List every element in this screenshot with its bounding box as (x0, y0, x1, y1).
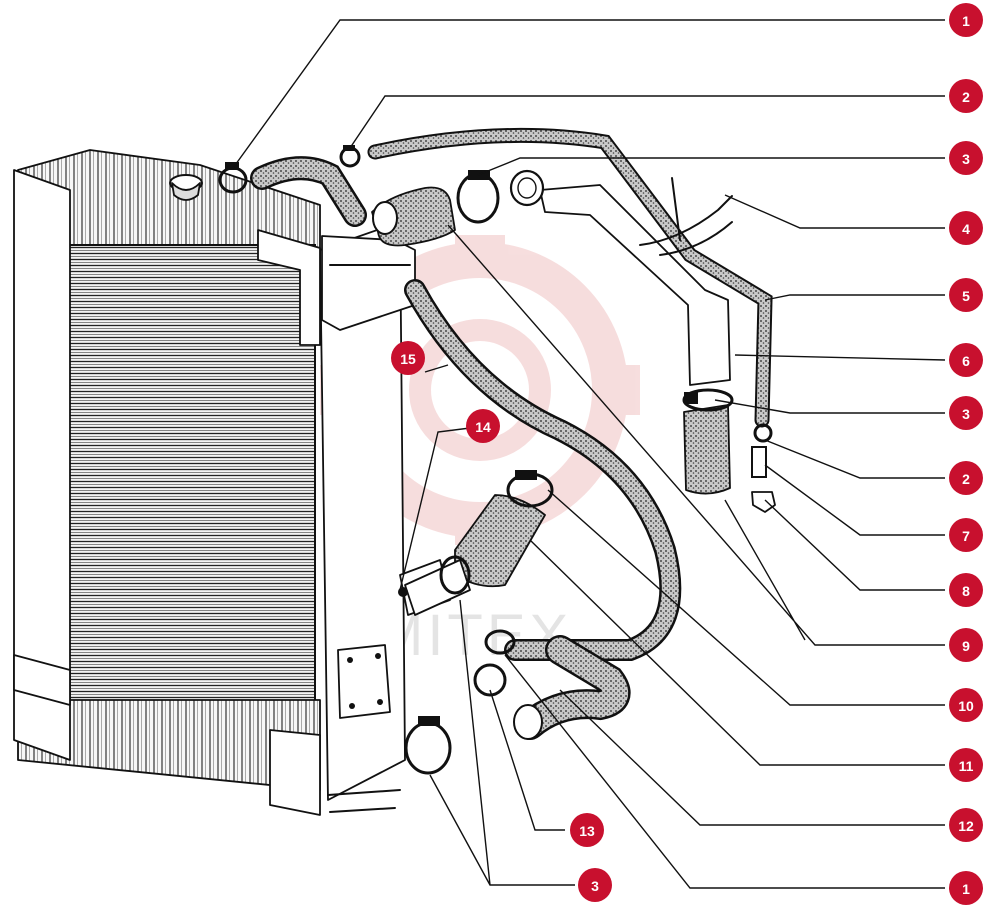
callout-8: 8 (949, 573, 983, 607)
callout-10: 10 (949, 688, 983, 722)
callout-5: 5 (949, 278, 983, 312)
callout-label: 1 (962, 13, 970, 29)
callout-circle (949, 748, 983, 782)
callout-11: 11 (949, 748, 983, 782)
callout-circle (391, 341, 425, 375)
callout-label: 7 (962, 528, 970, 544)
callout-label: 13 (579, 823, 595, 839)
callout-6: 6 (949, 343, 983, 377)
callout-circle (949, 79, 983, 113)
callout-circle (949, 518, 983, 552)
callout-circle (949, 573, 983, 607)
callout-label: 10 (958, 698, 974, 714)
callout-label: 3 (962, 151, 970, 167)
callout-label: 11 (959, 758, 974, 774)
callout-label: 15 (400, 351, 416, 367)
callout-circle (578, 868, 612, 902)
callout-3: 3 (949, 396, 983, 430)
callout-9: 9 (949, 628, 983, 662)
callout-1: 1 (949, 871, 983, 905)
callout-circle (949, 871, 983, 905)
callout-label: 3 (591, 878, 599, 894)
callout-7: 7 (949, 518, 983, 552)
callout-circle (949, 211, 983, 245)
radiator (13, 149, 451, 816)
callout-label: 6 (962, 353, 970, 369)
callout-circle (466, 409, 500, 443)
leader-lines (232, 19, 946, 889)
pipes (404, 169, 733, 616)
callout-13: 13 (570, 813, 604, 847)
callout-12: 12 (949, 808, 983, 842)
callout-label: 5 (962, 288, 970, 304)
callout-3: 3 (949, 141, 983, 175)
callout-circle (949, 3, 983, 37)
callout-circle (949, 141, 983, 175)
callout-label: 9 (962, 638, 970, 654)
callout-4: 4 (949, 211, 983, 245)
callout-circle (949, 628, 983, 662)
callout-label: 2 (962, 89, 970, 105)
callout-circle (949, 343, 983, 377)
callout-label: 4 (962, 221, 970, 237)
callout-label: 2 (962, 471, 970, 487)
callout-label: 3 (962, 406, 970, 422)
callout-circle (570, 813, 604, 847)
callout-circle (949, 396, 983, 430)
callout-3: 3 (578, 868, 612, 902)
hoses (250, 127, 773, 740)
callout-2: 2 (949, 79, 983, 113)
callout-1: 1 (949, 3, 983, 37)
callout-15: 15 (391, 341, 425, 375)
callout-label: 8 (962, 583, 970, 599)
callout-circle (949, 278, 983, 312)
callout-label: 12 (958, 818, 974, 834)
callout-label: 14 (475, 419, 491, 435)
callout-14: 14 (466, 409, 500, 443)
callout-circle (949, 461, 983, 495)
callout-circle (949, 808, 983, 842)
callout-2: 2 (949, 461, 983, 495)
callout-label: 1 (962, 881, 970, 897)
callout-circle (949, 688, 983, 722)
